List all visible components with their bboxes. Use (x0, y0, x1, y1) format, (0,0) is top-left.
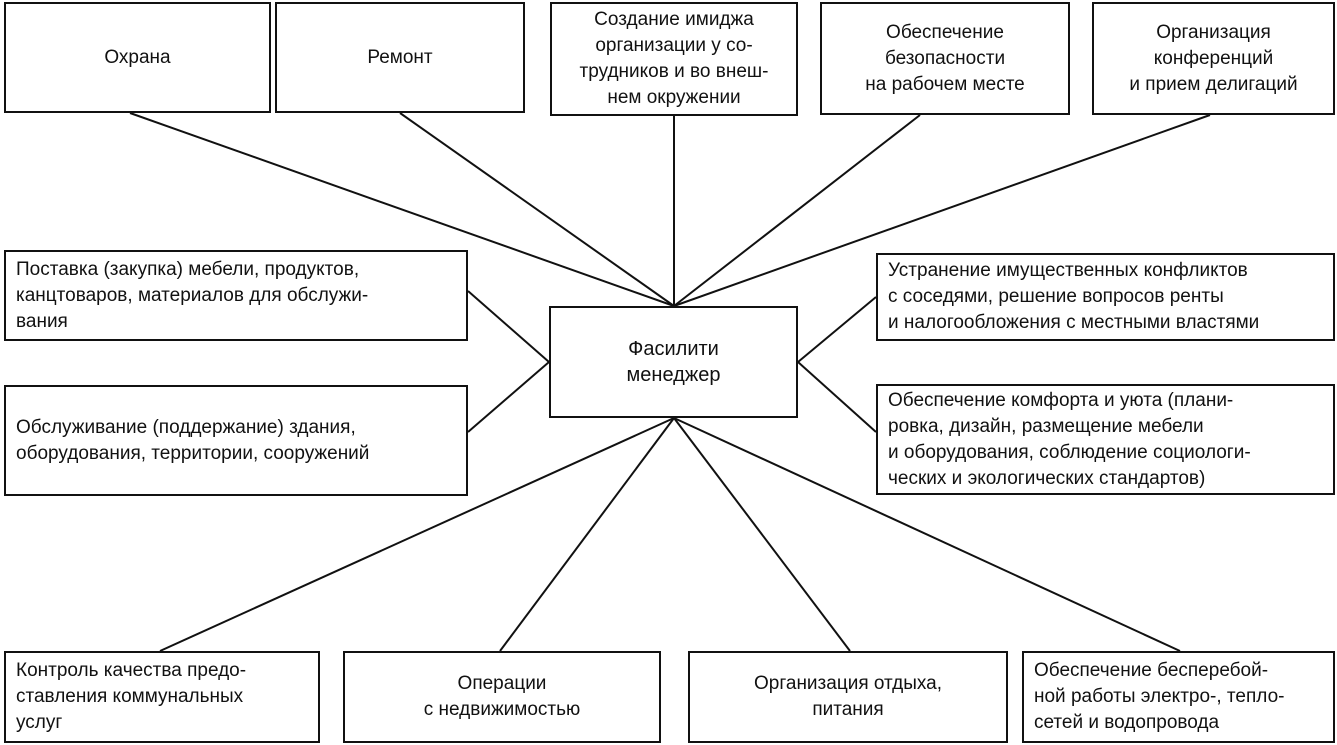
node-label: Ремонт (367, 46, 433, 68)
node-label: Контроль качества предо- ставления комму… (16, 660, 247, 733)
node-label: Обеспечение бесперебой- ной работы элект… (1034, 660, 1285, 733)
node-ohrana: Охрана (4, 2, 271, 113)
link-realty (499, 417, 675, 652)
link-supply (467, 290, 550, 363)
link-maint (467, 361, 550, 433)
link-ohrana (129, 112, 675, 307)
node-maintenance: Обслуживание (поддержание) здания, обору… (4, 385, 468, 496)
node-conferences: Организация конференций и прием делигаци… (1092, 2, 1335, 115)
link-conflict (797, 296, 877, 363)
link-safety (673, 114, 921, 307)
link-comfort (797, 361, 877, 433)
link-leisure (673, 417, 851, 652)
node-label: Устранение имущественных конфликтов с со… (888, 260, 1260, 333)
node-label: Поставка (закупка) мебели, продуктов, ка… (16, 258, 369, 332)
node-label: Создание имиджа организации у со- трудни… (579, 9, 769, 108)
link-quality (159, 417, 675, 652)
node-leisure: Организация отдыха, питания (688, 651, 1008, 743)
node-label: Операции с недвижимостью (423, 673, 581, 720)
center-label: Фасилити менеджер (626, 338, 721, 386)
node-comfort: Обеспечение комфорта и уюта (плани- ровк… (876, 384, 1335, 495)
node-label: Обеспечение комфорта и уюта (плани- ровк… (888, 389, 1251, 489)
node-label: Охрана (104, 46, 171, 68)
node-image: Создание имиджа организации у со- трудни… (550, 2, 798, 116)
node-utilities: Обеспечение бесперебой- ной работы элект… (1022, 651, 1335, 743)
node-conflicts: Устранение имущественных конфликтов с со… (876, 253, 1335, 341)
node-label: Организация отдыха, питания (754, 673, 942, 720)
node-label: Обеспечение безопасности на рабочем мест… (865, 21, 1025, 95)
node-center: Фасилити менеджер (549, 306, 798, 418)
link-conf (673, 114, 1211, 307)
node-label: Организация конференций и прием делигаци… (1129, 21, 1298, 95)
link-utility (673, 417, 1181, 652)
node-supply: Поставка (закупка) мебели, продуктов, ка… (4, 250, 468, 341)
node-label: Обслуживание (поддержание) здания, обору… (16, 416, 370, 464)
node-realty: Операции с недвижимостью (343, 651, 661, 743)
node-remont: Ремонт (275, 2, 525, 113)
node-safety: Обеспечение безопасности на рабочем мест… (820, 2, 1070, 115)
link-remont (399, 112, 675, 307)
node-quality: Контроль качества предо- ставления комму… (4, 651, 320, 743)
